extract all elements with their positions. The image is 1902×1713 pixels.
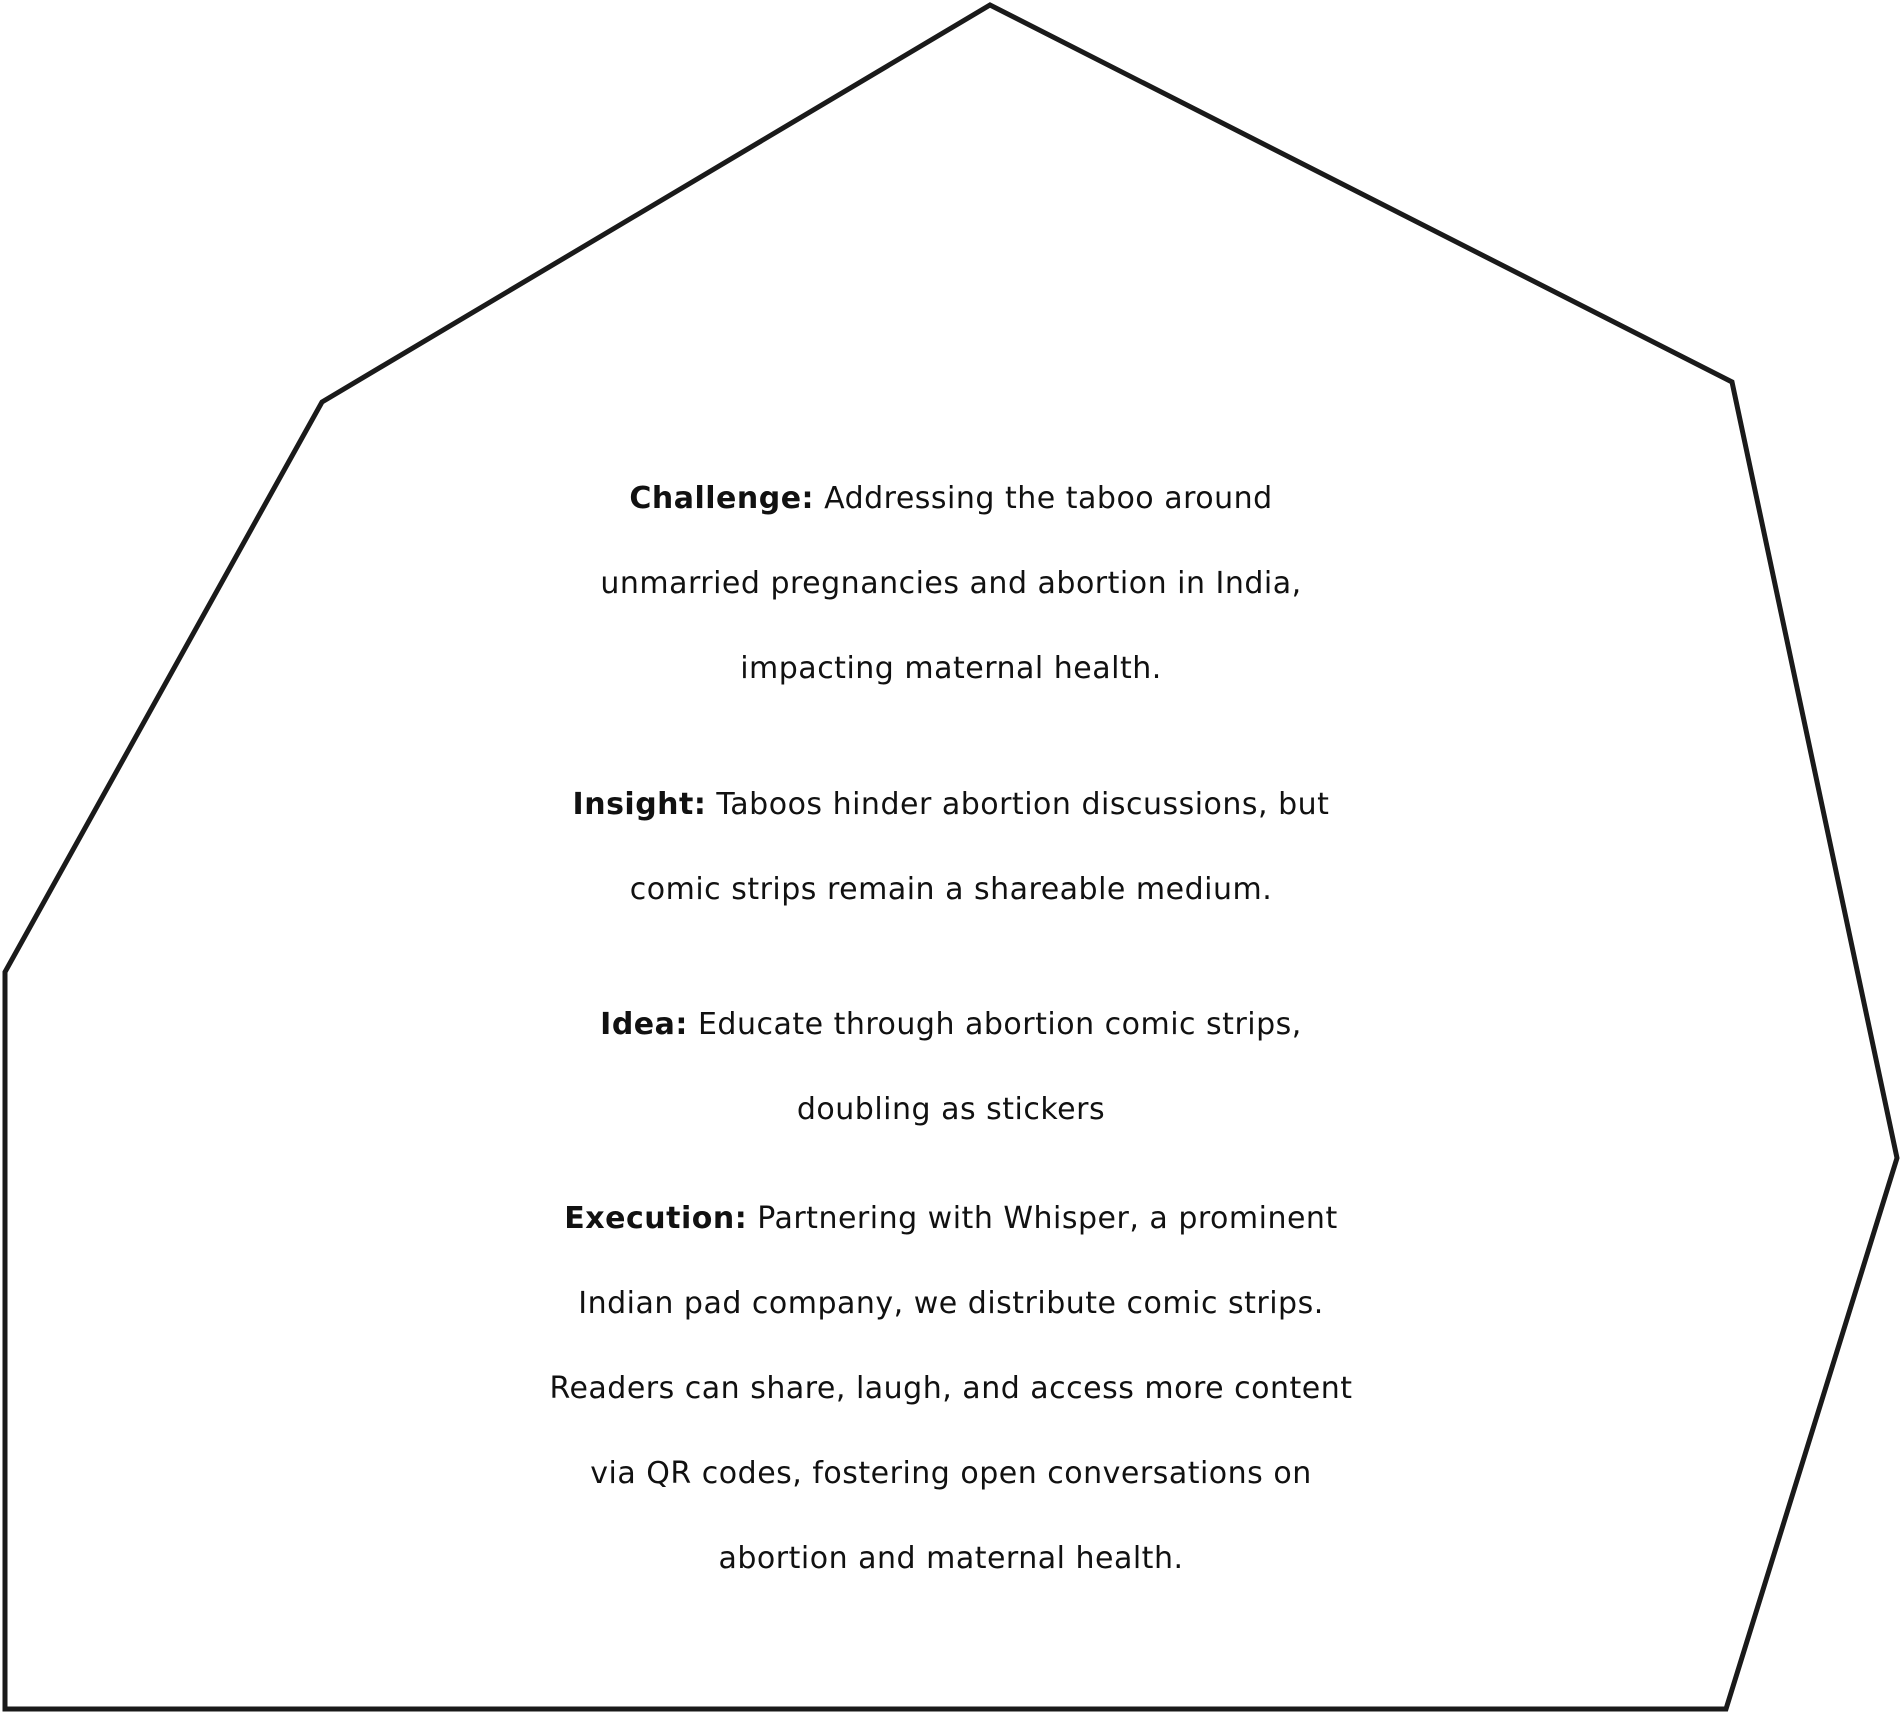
insight-text-2: comic strips remain a shareable medium. bbox=[629, 872, 1273, 907]
execution-text-4: via QR codes, fostering open conversatio… bbox=[590, 1456, 1312, 1491]
insight-section: Insight: Taboos hinder abortion discussi… bbox=[0, 762, 1902, 932]
challenge-line-1: Challenge: Addressing the taboo around bbox=[0, 456, 1902, 541]
challenge-text-1: Addressing the taboo around bbox=[814, 481, 1273, 516]
execution-text-5: abortion and maternal health. bbox=[718, 1541, 1184, 1576]
challenge-text-2: unmarried pregnancies and abortion in In… bbox=[600, 566, 1302, 601]
insight-text-1: Taboos hinder abortion discussions, but bbox=[706, 787, 1330, 822]
execution-text-3: Readers can share, laugh, and access mor… bbox=[549, 1371, 1353, 1406]
execution-text-1: Partnering with Whisper, a prominent bbox=[747, 1201, 1338, 1236]
insight-label: Insight: bbox=[572, 787, 707, 822]
challenge-text-3: impacting maternal health. bbox=[740, 651, 1162, 686]
idea-line-1: Idea: Educate through abortion comic str… bbox=[0, 982, 1902, 1067]
idea-text-2: doubling as stickers bbox=[796, 1092, 1106, 1127]
execution-label: Execution: bbox=[564, 1201, 748, 1236]
challenge-section: Challenge: Addressing the taboo around u… bbox=[0, 456, 1902, 711]
idea-section: Idea: Educate through abortion comic str… bbox=[0, 982, 1902, 1152]
insight-line-1: Insight: Taboos hinder abortion discussi… bbox=[0, 762, 1902, 847]
execution-section: Execution: Partnering with Whisper, a pr… bbox=[0, 1176, 1902, 1601]
challenge-label: Challenge: bbox=[629, 481, 815, 516]
idea-label: Idea: bbox=[600, 1007, 688, 1042]
idea-text-1: Educate through abortion comic strips, bbox=[687, 1007, 1302, 1042]
execution-text-2: Indian pad company, we distribute comic … bbox=[578, 1286, 1324, 1321]
execution-line-1: Execution: Partnering with Whisper, a pr… bbox=[0, 1176, 1902, 1261]
